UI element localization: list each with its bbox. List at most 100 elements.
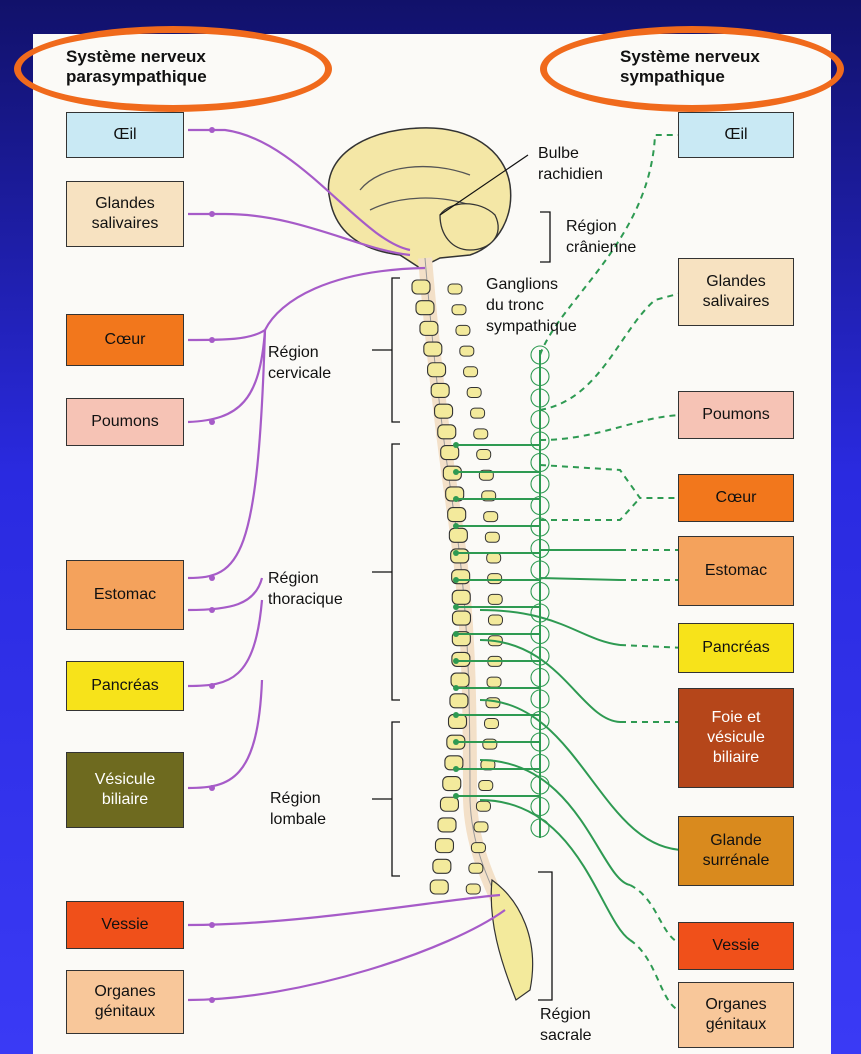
vertebra xyxy=(450,694,468,708)
root-dot xyxy=(453,442,459,448)
sacrum xyxy=(491,880,532,1000)
label-ganglions: Ganglions du tronc sympathique xyxy=(486,274,577,337)
root-dot xyxy=(453,658,459,664)
vertebra-process xyxy=(488,615,502,625)
vertebra xyxy=(420,321,438,335)
right-organ-lungs: Poumons xyxy=(678,391,794,439)
vertebra-process xyxy=(464,367,478,377)
para-ganglion xyxy=(209,127,215,133)
para-ganglion xyxy=(209,607,215,613)
vertebra xyxy=(438,818,456,832)
para-stomach-2 xyxy=(188,578,262,610)
left-organ-genitals: Organes génitaux xyxy=(66,970,184,1034)
left-organ-salivary: Glandes salivaires xyxy=(66,181,184,247)
vertebra-process xyxy=(448,284,462,294)
vertebra-process xyxy=(486,698,500,708)
label-region-lombale: Région lombale xyxy=(270,788,326,830)
root-dot xyxy=(453,631,459,637)
vertebra xyxy=(430,880,448,894)
vertebra-process xyxy=(474,429,488,439)
root-dot xyxy=(453,739,459,745)
right-organ-eye: Œil xyxy=(678,112,794,158)
bracket-thoracique xyxy=(392,444,400,700)
root-dot xyxy=(453,523,459,529)
vertebra xyxy=(452,590,470,604)
para-ganglion xyxy=(209,337,215,343)
right-organ-genitals: Organes génitaux xyxy=(678,982,794,1048)
root-dot xyxy=(453,604,459,610)
label-region-thoracique: Région thoracique xyxy=(268,568,343,610)
label-bulbe: Bulbe rachidien xyxy=(538,143,603,185)
vertebra xyxy=(416,301,434,315)
label-region-cervicale: Région cervicale xyxy=(268,342,331,384)
vertebra-process xyxy=(456,325,470,335)
vertebra xyxy=(448,508,466,522)
para-ganglion xyxy=(209,785,215,791)
highlight-ring-right xyxy=(540,26,844,112)
vertebra xyxy=(433,859,451,873)
symp-bladder xyxy=(480,760,630,885)
root-dot xyxy=(453,577,459,583)
vertebra-process xyxy=(487,553,501,563)
root-dot xyxy=(453,496,459,502)
vertebra-process xyxy=(471,408,485,418)
para-ganglion xyxy=(209,419,215,425)
bracket-cervicale xyxy=(392,278,400,422)
vertebra xyxy=(412,280,430,294)
vertebra-process xyxy=(467,387,481,397)
para-lungs xyxy=(188,330,265,422)
vertebra xyxy=(435,404,453,418)
bracket-lombale xyxy=(392,722,400,876)
vertebra-process xyxy=(484,512,498,522)
vertebra-process xyxy=(469,863,483,873)
vertebra-process xyxy=(487,677,501,687)
vertebra xyxy=(451,549,469,563)
vertebra xyxy=(451,673,469,687)
symp-stomach-b xyxy=(540,578,620,580)
vertebra-process xyxy=(474,822,488,832)
left-organ-bladder: Vessie xyxy=(66,901,184,949)
vertebra xyxy=(431,383,449,397)
highlight-ring-left xyxy=(14,26,332,112)
right-organ-stomach: Estomac xyxy=(678,536,794,606)
vertebra-process xyxy=(488,594,502,604)
symp-bladder2 xyxy=(630,885,685,945)
vertebra xyxy=(452,611,470,625)
para-ganglion xyxy=(209,922,215,928)
root-dot xyxy=(453,469,459,475)
symp-heart xyxy=(540,465,685,520)
label-region-cranienne: Région crânienne xyxy=(566,216,636,258)
right-organ-heart: Cœur xyxy=(678,474,794,522)
vertebra xyxy=(443,777,461,791)
vertebra xyxy=(438,425,456,439)
left-organ-stomach: Estomac xyxy=(66,560,184,630)
vertebra-process xyxy=(488,574,502,584)
vertebra xyxy=(428,363,446,377)
para-ganglion xyxy=(209,997,215,1003)
symp-lungs xyxy=(540,415,685,440)
root-dot xyxy=(453,793,459,799)
vertebra-process xyxy=(476,801,490,811)
para-ganglion xyxy=(209,683,215,689)
left-organ-heart: Cœur xyxy=(66,314,184,366)
label-region-sacrale: Région sacrale xyxy=(540,1004,592,1046)
root-dot xyxy=(453,712,459,718)
vertebra-process xyxy=(479,781,493,791)
vertebra-process xyxy=(477,450,491,460)
symp-genitals2 xyxy=(630,940,685,1012)
right-organ-bladder: Vessie xyxy=(678,922,794,970)
vertebra xyxy=(440,797,458,811)
para-ganglion xyxy=(209,211,215,217)
para-stomach-1 xyxy=(188,330,265,578)
bracket-sacrale xyxy=(538,872,552,1000)
right-organ-adrenal: Glande surrénale xyxy=(678,816,794,886)
left-organ-lungs: Poumons xyxy=(66,398,184,446)
vertebra-process xyxy=(452,305,466,315)
left-organ-gallbladder: Vésicule biliaire xyxy=(66,752,184,828)
right-organ-salivary: Glandes salivaires xyxy=(678,258,794,326)
vertebra-process xyxy=(483,739,497,749)
vertebra-process xyxy=(460,346,474,356)
para-gallbladder xyxy=(188,680,262,788)
left-organ-pancreas: Pancréas xyxy=(66,661,184,711)
root-dot xyxy=(453,685,459,691)
